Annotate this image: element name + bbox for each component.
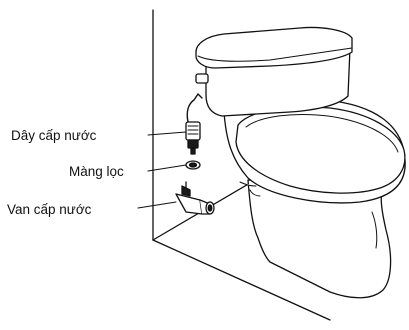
label-supply-valve: Van cấp nước [7,202,92,217]
filter-screen-part [186,161,200,169]
label-filter-screen: Màng lọc [69,164,124,179]
supply-hose-part [186,94,202,154]
leader-supply-valve [138,202,176,208]
labels: Dây cấp nước Màng lọc Van cấp nước [7,128,124,217]
supply-valve-part [176,182,214,214]
leader-filter-screen [148,165,186,171]
leader-supply-hose [148,132,186,135]
flush-lever [196,74,208,83]
toilet [196,27,405,297]
label-supply-hose: Dây cấp nước [11,128,97,143]
